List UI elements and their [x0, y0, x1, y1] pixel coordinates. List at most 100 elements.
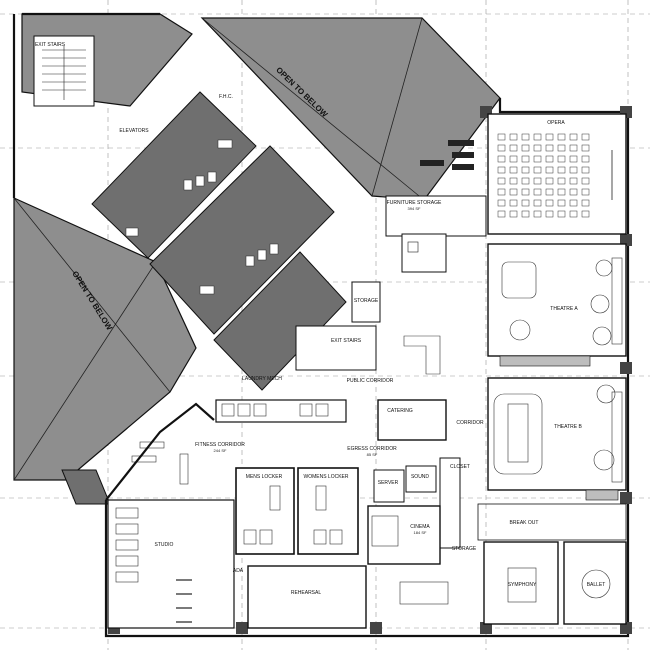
breakout-area [477, 503, 627, 541]
stair-treads [42, 46, 86, 100]
dumbbells [176, 579, 192, 623]
opera-seat [581, 155, 590, 163]
theatre-b-furniture [493, 384, 623, 483]
lower-core [213, 251, 347, 391]
opera-seat [581, 188, 590, 196]
opera-seat [509, 177, 518, 185]
laundry-appliances [221, 403, 329, 417]
theatre-a-stage [499, 355, 591, 367]
opera-label: OPERA [547, 120, 565, 126]
cinema-label: CINEMA [410, 524, 430, 530]
opera-seat [497, 199, 506, 207]
opera-seat [521, 210, 530, 218]
lobby-edge [105, 402, 215, 501]
opera-seat [581, 166, 590, 174]
catering-label: CATERING [387, 408, 413, 414]
server-room [373, 469, 405, 503]
storage-mid-label: STORAGE [354, 298, 379, 304]
symphony-table [507, 567, 537, 603]
opera-seat [497, 210, 506, 218]
womens-locker-label: WOMENS LOCKER [303, 474, 348, 480]
exit-stairs-top-label: EXIT STAIRS [35, 42, 66, 48]
restroom-small [401, 233, 447, 273]
opera-seat [557, 166, 566, 174]
opera-seat [521, 199, 530, 207]
server-label: SERVER [378, 480, 399, 486]
laundry-room [215, 399, 347, 423]
opera-seat [557, 199, 566, 207]
opera-seat [509, 155, 518, 163]
opera-room [487, 113, 627, 235]
opera-seat [533, 144, 542, 152]
furniture-storage-label: FURNITURE STORAGE [387, 200, 442, 206]
opera-seat [545, 166, 554, 174]
opera-seat [533, 188, 542, 196]
theatre-a-room [487, 243, 627, 357]
left-void-notch [61, 469, 111, 505]
breakout-label: BREAK OUT [510, 520, 539, 526]
exit-stairs-mid-room [295, 325, 377, 371]
cinema-screen [371, 515, 399, 547]
corridor-label: CORRIDOR [456, 420, 484, 426]
fhc-label: F.H.C. [219, 94, 233, 100]
theatre-a-furniture [501, 257, 623, 346]
opera-seat [533, 177, 542, 185]
elevator-core [91, 91, 257, 259]
restroom-core [149, 145, 335, 335]
opera-seat [557, 133, 566, 141]
restroom-fixtures [125, 139, 279, 295]
opera-seat [509, 133, 518, 141]
opera-seat [569, 166, 578, 174]
opera-seat [521, 177, 530, 185]
storage-racks [420, 140, 474, 170]
egress-corridor-area: 85 SF [367, 452, 378, 457]
opera-seat [545, 144, 554, 152]
opera-seat [509, 188, 518, 196]
furniture-storage-room [385, 195, 487, 237]
exit-stairs-mid-label: EXIT STAIRS [331, 338, 362, 344]
opera-seat [581, 144, 590, 152]
opera-seat [569, 210, 578, 218]
studio-room [107, 499, 235, 629]
opera-seat [581, 199, 590, 207]
opera-seat [557, 155, 566, 163]
storage-mid-room [351, 281, 381, 323]
opera-seat [545, 133, 554, 141]
sound-label: SOUND [411, 474, 429, 480]
locker-benches [243, 485, 343, 545]
opera-seat [533, 166, 542, 174]
theatre-a-label: THEATRE A [550, 306, 578, 312]
mens-locker-label: MENS LOCKER [246, 474, 283, 480]
opera-seat [545, 177, 554, 185]
fitness-corridor-label: FITNESS CORRIDOR [195, 442, 245, 448]
womens-locker-room [297, 467, 359, 555]
opera-seat [521, 155, 530, 163]
open-to-below-top [200, 17, 501, 201]
opera-seat [521, 133, 530, 141]
opera-seat [569, 199, 578, 207]
theatre-b-stage [585, 489, 619, 501]
opera-seat [545, 210, 554, 218]
catering-room [377, 399, 447, 441]
closet-label: CLOSET [450, 464, 470, 470]
ada-label: ADA [233, 568, 244, 574]
ballet-table [581, 569, 611, 599]
rehearsal-room [247, 565, 367, 629]
storage-low-label: STORAGE [452, 546, 477, 552]
ballet-label: BALLET [587, 582, 606, 588]
opera-seat [497, 144, 506, 152]
opera-seat [509, 144, 518, 152]
opera-seat [521, 166, 530, 174]
opera-seat [497, 177, 506, 185]
theatre-b-label: THEATRE B [554, 424, 582, 430]
opera-seat [545, 199, 554, 207]
mens-locker-room [235, 467, 295, 555]
egress-corridor-label: EGRESS CORRIDOR [347, 446, 397, 452]
opera-seats [497, 133, 590, 218]
opera-seat [545, 155, 554, 163]
opera-seat [497, 133, 506, 141]
cinema-room [367, 505, 441, 565]
opera-seat [497, 155, 506, 163]
opera-seat [533, 210, 542, 218]
